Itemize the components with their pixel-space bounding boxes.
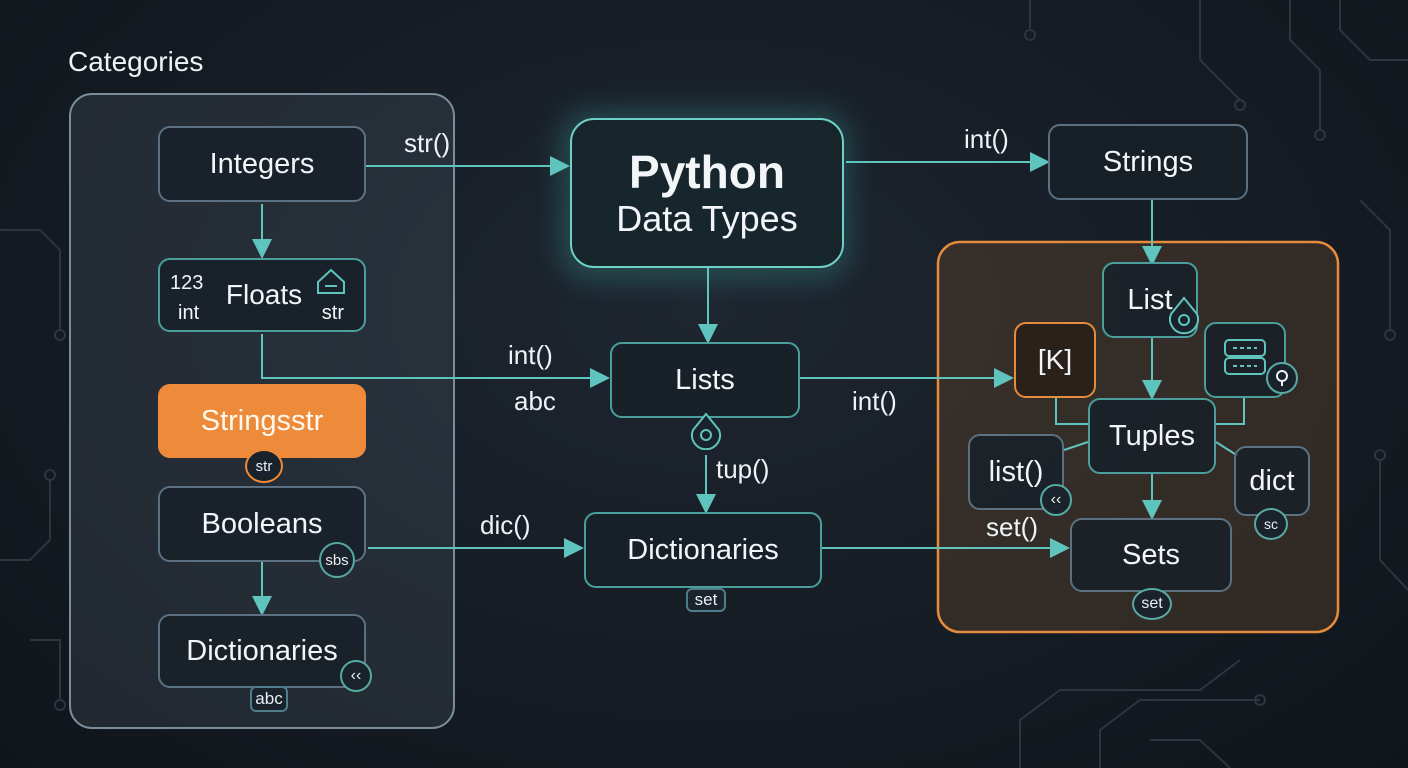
edge-bracket-tuples bbox=[1055, 398, 1088, 425]
node-lists-label: Lists bbox=[675, 363, 735, 396]
edge-label-set: set() bbox=[986, 512, 1038, 542]
edge-storage-tuples bbox=[1216, 398, 1245, 425]
pin-icon bbox=[1276, 370, 1288, 386]
booleans-badge: sbs bbox=[319, 542, 355, 578]
node-dictionaries-middle-label: Dictionaries bbox=[627, 533, 779, 566]
drop-gear-icon bbox=[691, 412, 721, 450]
node-strings-highlighted-label: Stringsstr bbox=[200, 404, 324, 437]
database-icon bbox=[1224, 339, 1266, 375]
dict-badge: sc bbox=[1254, 508, 1288, 540]
dictionaries-badge: abc bbox=[250, 686, 288, 712]
node-bracket-label: [K] bbox=[1037, 344, 1073, 375]
drop-gear-icon bbox=[1169, 296, 1199, 335]
edge-label-dic: dic() bbox=[480, 510, 531, 540]
chevron-left-icon: ‹‹ bbox=[1040, 484, 1072, 516]
center-subtitle: Data Types bbox=[616, 198, 798, 239]
strings-badge: str bbox=[245, 449, 283, 483]
edge-label-abc: abc bbox=[514, 386, 556, 416]
node-list-label: List bbox=[1127, 283, 1173, 316]
edge-tuples-listfn bbox=[1063, 441, 1089, 451]
node-list-fn-label: list() bbox=[988, 455, 1044, 488]
node-center-python-data-types[interactable]: Python Data Types bbox=[570, 118, 844, 268]
node-dictionaries-left[interactable]: Dictionaries bbox=[158, 614, 366, 688]
home-icon bbox=[317, 268, 345, 294]
edge-label-int-top: int() bbox=[964, 124, 1009, 154]
node-floats-label: Floats bbox=[225, 279, 303, 310]
node-integers[interactable]: Integers bbox=[158, 126, 366, 202]
floats-int-label: int bbox=[178, 302, 200, 324]
node-sets[interactable]: Sets bbox=[1070, 518, 1232, 592]
edge-label-int-right: int() bbox=[852, 386, 897, 416]
node-dictionaries-left-label: Dictionaries bbox=[186, 634, 338, 667]
node-strings-right[interactable]: Strings bbox=[1048, 124, 1248, 200]
chevron-left-icon: ‹‹ bbox=[340, 660, 372, 692]
search-icon bbox=[1266, 362, 1298, 394]
node-tuples-label: Tuples bbox=[1109, 419, 1195, 452]
categories-title: Categories bbox=[68, 46, 204, 77]
dictionaries-middle-badge: set bbox=[686, 588, 726, 612]
node-dictionaries-middle[interactable]: Dictionaries bbox=[584, 512, 822, 588]
floats-number-label: 123 bbox=[170, 272, 204, 294]
node-strings-highlighted[interactable]: Stringsstr bbox=[158, 384, 366, 458]
edge-label-str: str() bbox=[404, 128, 451, 158]
node-bracket[interactable]: [K] bbox=[1014, 322, 1096, 398]
node-tuples[interactable]: Tuples bbox=[1088, 398, 1216, 474]
edge-label-tup: tup() bbox=[716, 454, 770, 484]
node-floats[interactable]: 123 int Floats str bbox=[158, 258, 366, 332]
node-booleans-label: Booleans bbox=[201, 507, 323, 540]
node-dict[interactable]: dict bbox=[1234, 446, 1310, 516]
node-lists[interactable]: Lists bbox=[610, 342, 800, 418]
node-dict-label: dict bbox=[1249, 464, 1295, 497]
sets-badge: set bbox=[1132, 588, 1172, 620]
node-strings-right-label: Strings bbox=[1102, 145, 1194, 178]
center-title: Python bbox=[629, 146, 785, 198]
edge-floats-lists bbox=[261, 334, 610, 388]
floats-str-label: str bbox=[321, 302, 344, 324]
edge-label-int-mid: int() bbox=[508, 340, 553, 370]
node-sets-label: Sets bbox=[1121, 538, 1181, 571]
node-integers-label: Integers bbox=[209, 147, 315, 180]
